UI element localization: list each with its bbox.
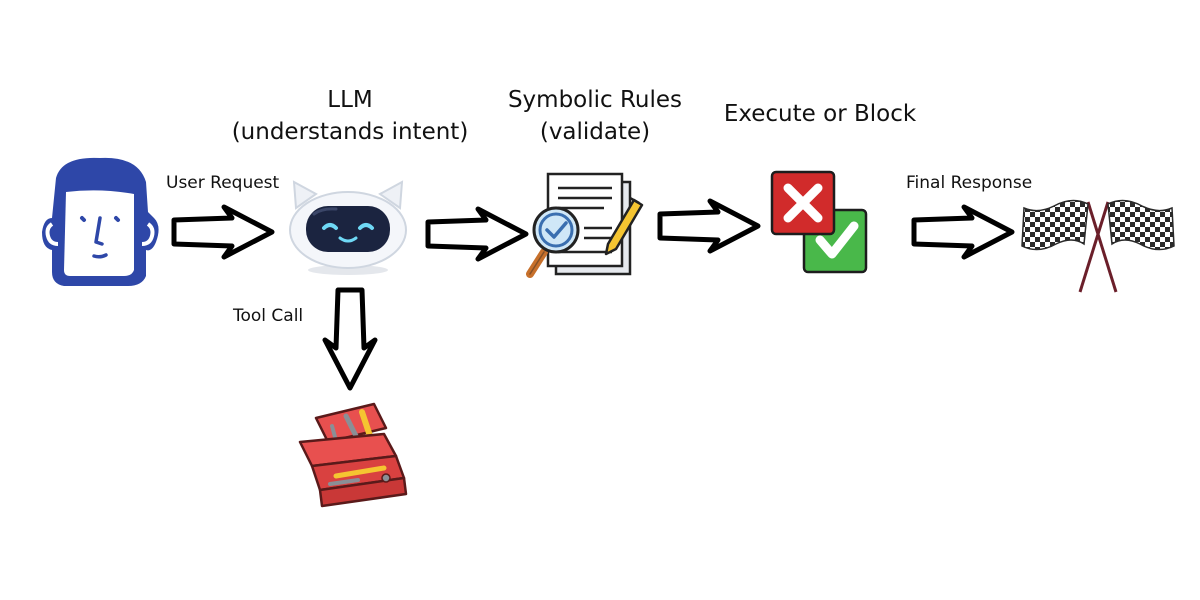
llm-title-line2: (understands intent) (231, 119, 469, 145)
llm-title: LLM (understands intent) (230, 84, 470, 148)
user-node (38, 152, 162, 292)
execute-block-node (766, 166, 874, 278)
llm-title-line1: LLM (327, 87, 373, 113)
user-request-label: User Request (166, 173, 280, 193)
tools-node (288, 398, 414, 510)
symbolic-rules-title: Symbolic Rules (validate) (480, 84, 710, 148)
robot-icon (289, 180, 407, 275)
llm-to-tools-arrow (322, 287, 378, 391)
symbolic-to-execute-arrow (657, 198, 761, 254)
llm-to-symbolic-arrow (425, 206, 529, 262)
checkered-flags-icon (1021, 199, 1175, 293)
execute-to-final-arrow (911, 204, 1015, 260)
llm-node (282, 178, 414, 278)
toolbox-icon (298, 402, 408, 508)
user-to-llm-arrow (171, 204, 275, 260)
block-and-approve-icon (770, 170, 868, 274)
checklist-magnifier-icon (526, 172, 644, 278)
symbolic-node (522, 170, 648, 282)
tool-call-label: Tool Call (233, 306, 304, 326)
user-face-icon (42, 157, 159, 286)
final-response-label: Final Response (906, 173, 1033, 193)
execute-or-block-title: Execute or Block (710, 98, 930, 130)
execute-title-line1: Execute or Block (723, 101, 917, 127)
symbolic-title-line1: Symbolic Rules (507, 87, 683, 113)
symbolic-title-line2: (validate) (539, 119, 651, 145)
final-node (1020, 192, 1176, 296)
